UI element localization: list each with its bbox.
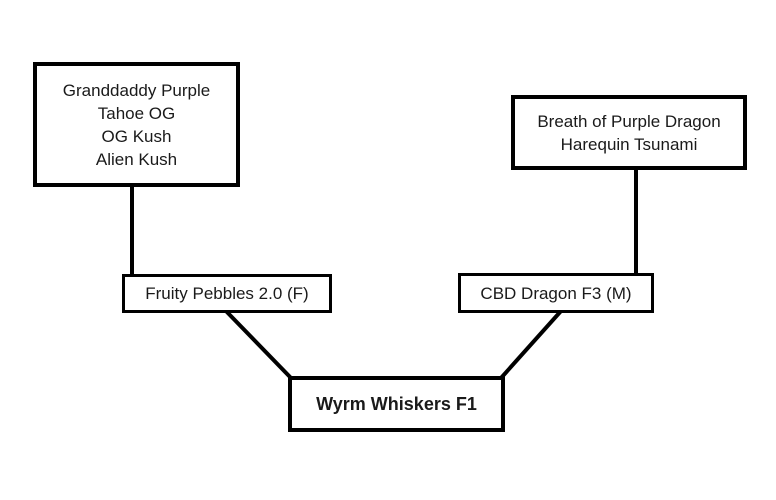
node-mother-label: Fruity Pebbles 2.0 (F) xyxy=(145,284,309,303)
node-offspring-label: Wyrm Whiskers F1 xyxy=(316,393,477,414)
node-left-grandparents-line-1: Granddaddy Purple xyxy=(62,80,211,100)
node-right-grandparents-line-2: Harequin Tsunami xyxy=(560,134,698,154)
node-right-grandparents: Breath of Purple Dragon Harequin Tsunami xyxy=(511,95,747,170)
node-right-grandparents-line-1: Breath of Purple Dragon xyxy=(537,111,721,131)
node-father: CBD Dragon F3 (M) xyxy=(458,273,654,313)
node-left-grandparents: Granddaddy Purple Tahoe OG OG Kush Alien… xyxy=(33,62,240,187)
connector-mother-to-offspring xyxy=(223,308,293,380)
node-left-grandparents-line-4: Alien Kush xyxy=(95,149,178,169)
node-left-grandparents-line-2: Tahoe OG xyxy=(97,103,176,123)
node-left-grandparents-line-3: OG Kush xyxy=(101,126,172,146)
connector-father-to-offspring xyxy=(499,309,563,380)
node-offspring: Wyrm Whiskers F1 xyxy=(288,376,505,432)
node-mother: Fruity Pebbles 2.0 (F) xyxy=(122,274,332,313)
node-father-label: CBD Dragon F3 (M) xyxy=(480,283,632,303)
